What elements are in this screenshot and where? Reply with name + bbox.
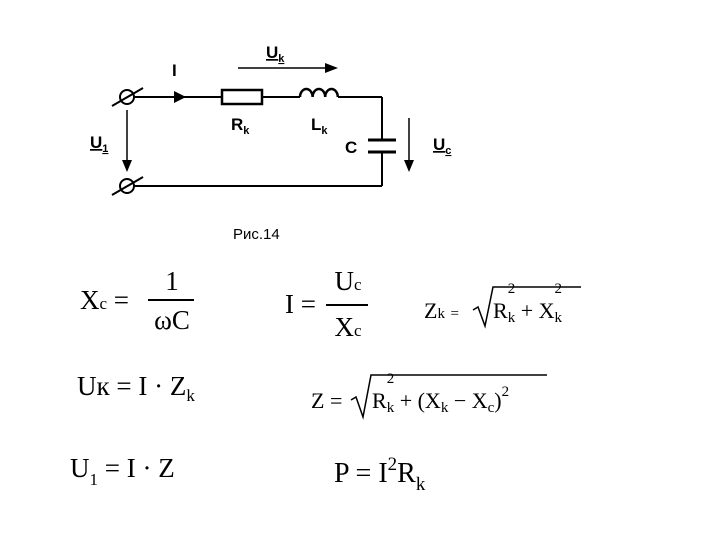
uk-arrow [238, 63, 338, 73]
formula-zk-sqrt [472, 286, 581, 329]
c-label: C [345, 138, 357, 157]
circuit-diagram: I Uk U1 Rk Lk C Uc [90, 43, 451, 196]
resistor-rk [220, 88, 264, 106]
formula-i-bar [326, 304, 368, 306]
formula-xc-den: ωC [154, 305, 190, 335]
lk-label: Lk [311, 115, 328, 137]
capacitor-c [368, 138, 396, 154]
wires [127, 96, 383, 187]
formula-i-den: Xc [334, 312, 362, 342]
terminal-top [111, 87, 144, 107]
formula-i: I = [285, 289, 316, 319]
current-arrow [174, 91, 186, 103]
uk-label: Uk [266, 43, 285, 65]
rk-label: Rk [231, 115, 250, 137]
uc-arrow [404, 118, 414, 172]
formula-xc-bar [148, 299, 194, 301]
formula-p: P = I2Rk [334, 454, 426, 495]
formula-uk: Uк = I · Zk [77, 371, 195, 405]
u1-label: U1 [90, 133, 108, 155]
formula-zk: Zk = [424, 298, 459, 323]
formula-i-num: Uc [334, 266, 362, 296]
figure-caption: Рис.14 [233, 226, 280, 243]
formula-z: Z = [311, 388, 343, 413]
uc-label: Uc [433, 135, 451, 157]
formula-u1: U1 = I · Z [70, 453, 175, 489]
current-label: I [172, 61, 177, 80]
terminal-bottom [111, 176, 144, 196]
formula-xc-num: 1 [165, 266, 179, 296]
formula-xc: Xc = [80, 285, 130, 315]
inductor-lk [298, 87, 340, 98]
formula-z-sqrt [350, 374, 547, 420]
u1-arrow [122, 110, 132, 172]
